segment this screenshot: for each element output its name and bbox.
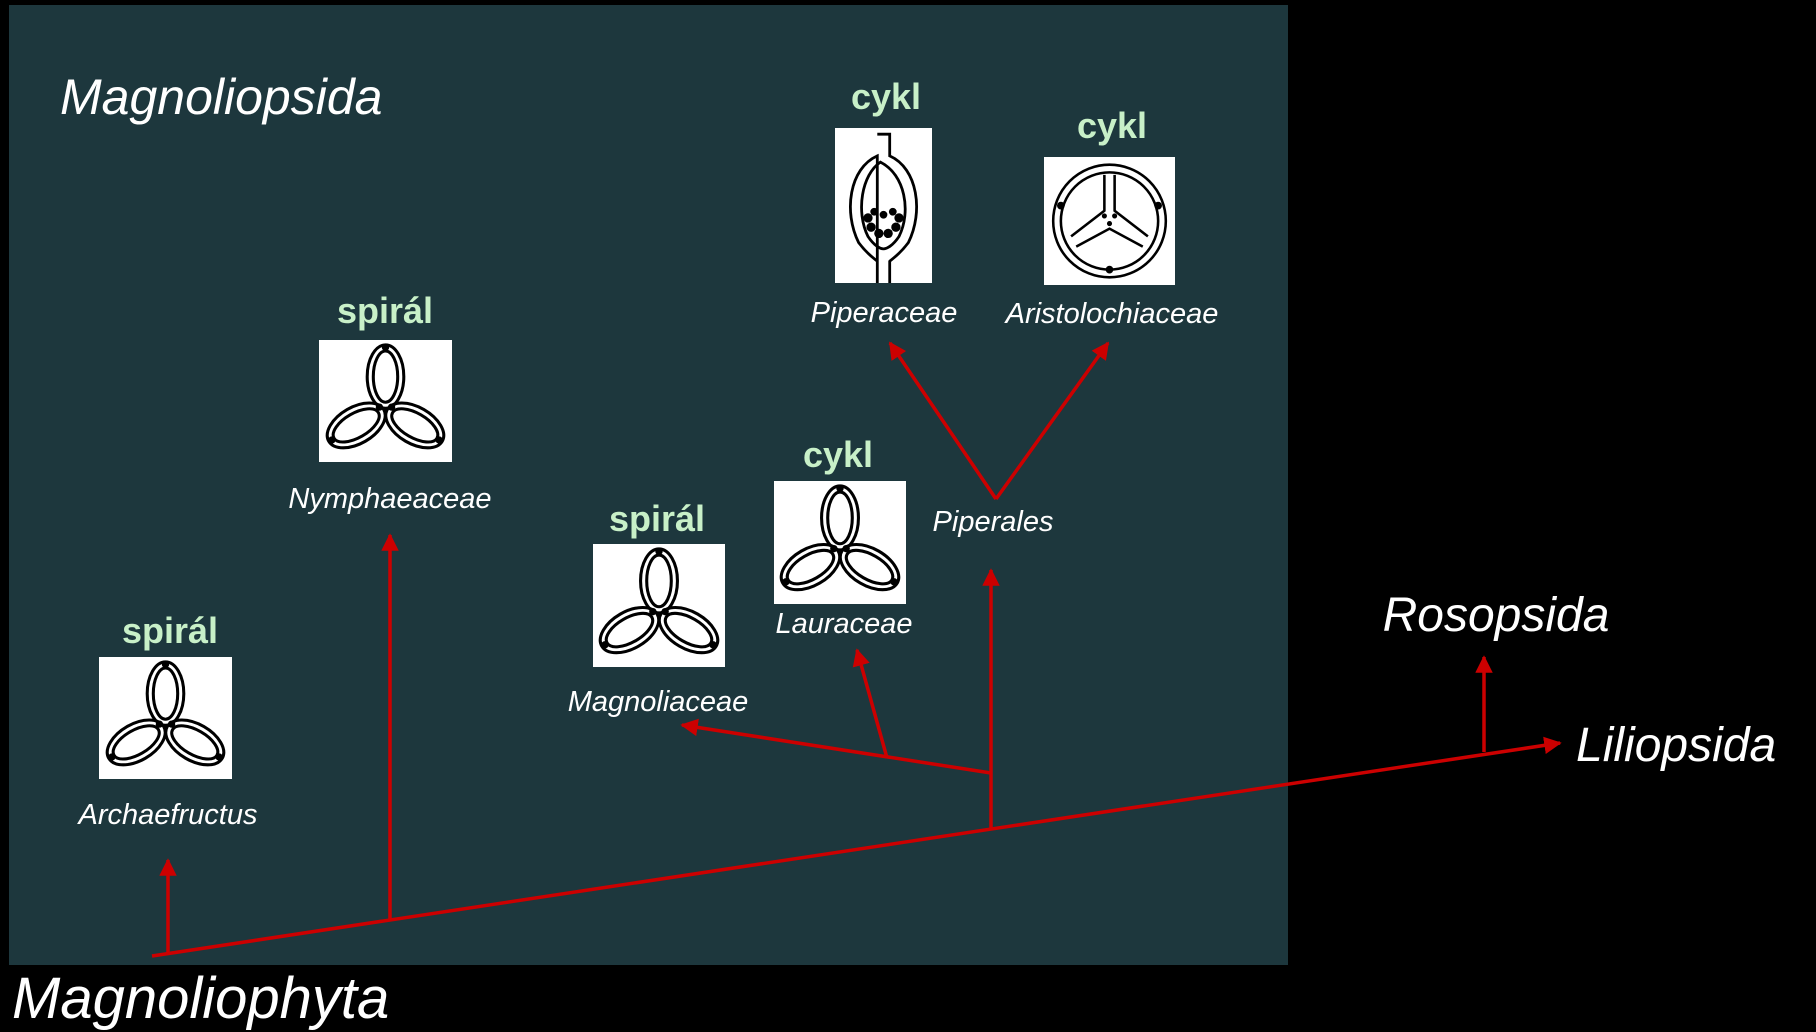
clade-label-piperales: Piperales (932, 506, 1054, 538)
clade-label-archaefructus: Archaefructus (78, 799, 258, 831)
arrangement-label: cykl (802, 434, 874, 475)
clade-label-piperaceae: Piperaceae (810, 297, 958, 329)
branch-magnoliaceae (680, 718, 992, 775)
clade-label-liliopsida: Liliopsida (1576, 719, 1777, 772)
three-carpel-diagram-icon (99, 657, 232, 779)
arrangement-label: spirál (336, 290, 434, 331)
single-ovary-diagram-icon (835, 128, 932, 283)
syncarpous-ovary-diagram-icon (1044, 157, 1175, 285)
clade-label-aristolochiaceae: Aristolochiaceae (1005, 298, 1219, 330)
main-branch (151, 736, 1562, 958)
three-carpel-diagram-icon (774, 481, 906, 604)
clade-label-magnoliaceae: Magnoliaceae (567, 686, 749, 718)
clade-label-rosopsida: Rosopsida (1382, 589, 1610, 642)
three-carpel-diagram-icon (593, 544, 725, 667)
three-carpel-diagram-icon (319, 340, 452, 462)
root-label: Magnoliophyta (12, 966, 390, 1031)
clade-label-lauraceae: Lauraceae (775, 608, 913, 640)
arrangement-label: cykl (1076, 105, 1148, 146)
arrangement-label: spirál (121, 610, 219, 651)
panel-title: Magnoliopsida (60, 69, 383, 125)
branch-lauraceae (852, 648, 889, 759)
arrangement-label: spirál (608, 498, 706, 539)
arrangement-label: cykl (850, 76, 922, 117)
clade-label-nymphaeaceae: Nymphaeaceae (288, 483, 492, 515)
branch-piperaceae (888, 341, 998, 500)
branch-aristolochiaceae (994, 341, 1110, 501)
